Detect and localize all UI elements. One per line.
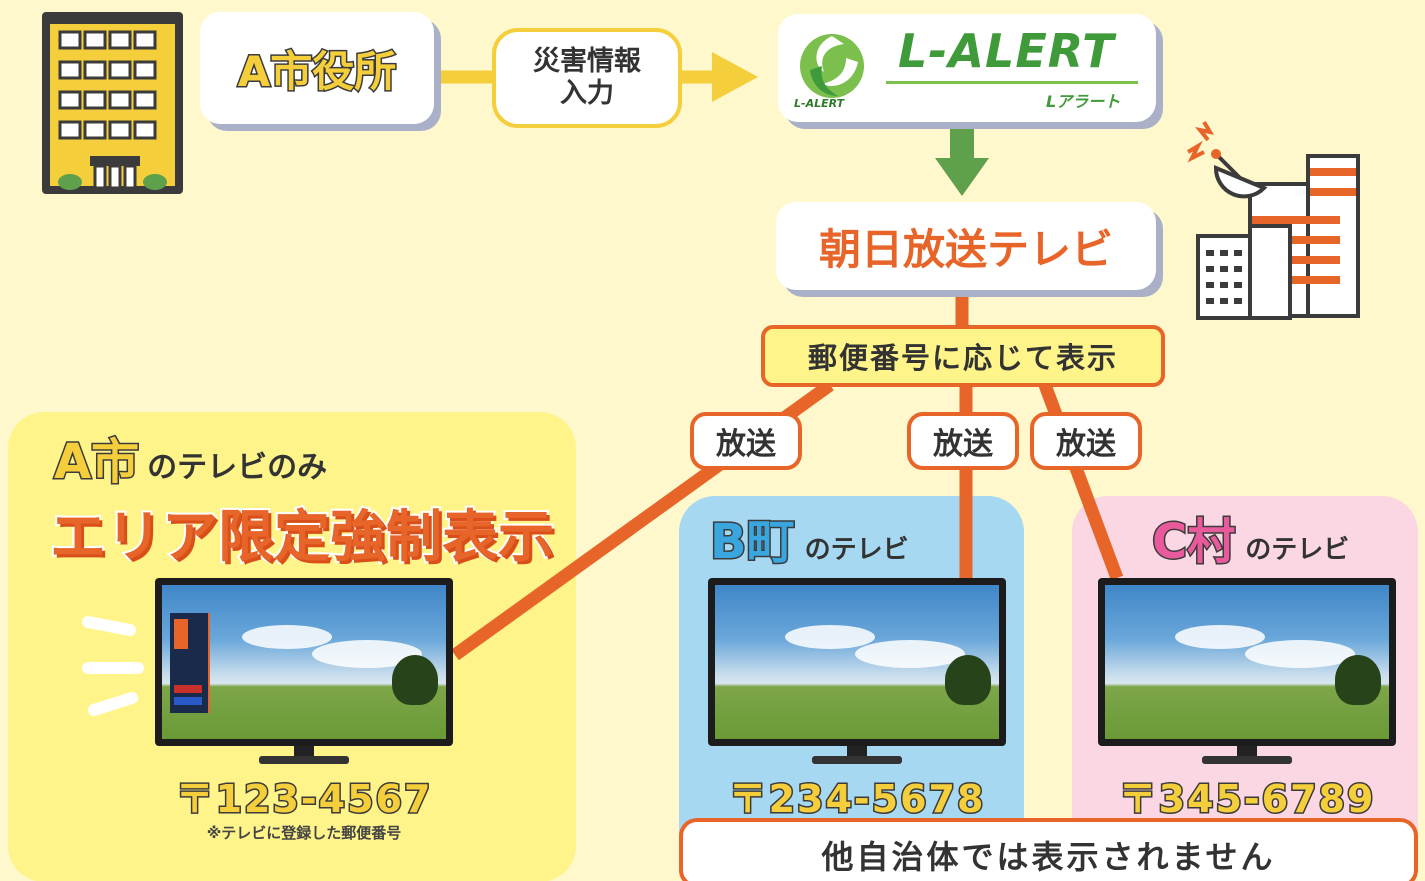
- broadcast-label: 放送: [933, 427, 993, 462]
- area-a-emphasis-text: エリア限定強制表示: [48, 503, 556, 572]
- broadcast-pill-a: 放送: [690, 412, 802, 470]
- lalert-divider: [886, 81, 1138, 84]
- disaster-info-input-pill: 災害情報 入力: [492, 28, 682, 128]
- area-b-subtitle: のテレビ: [804, 535, 909, 565]
- city-hall-card: A市役所: [200, 12, 434, 124]
- lalert-card: L-ALERT L-ALERT Lアラート: [778, 14, 1156, 122]
- attention-marks: [82, 616, 144, 716]
- area-a-title: A市 のテレビのみ: [52, 432, 328, 492]
- not-displayed-box: 他自治体では表示されません: [679, 818, 1418, 881]
- city-hall-icon: [40, 10, 185, 196]
- broadcaster-card: 朝日放送テレビ: [776, 202, 1156, 290]
- broadcast-station-icon: [1168, 116, 1373, 324]
- area-c-name: C村: [1150, 513, 1236, 572]
- city-hall-label: A市役所: [236, 45, 398, 97]
- television-icon: [1098, 578, 1396, 768]
- broadcast-pill-b: 放送: [907, 412, 1019, 470]
- postal-display-label: 郵便番号に応じて表示: [807, 341, 1118, 375]
- lalert-logo-text: L-ALERT: [898, 24, 1115, 78]
- not-displayed-label: 他自治体では表示されません: [821, 838, 1276, 876]
- postal-display-pill: 郵便番号に応じて表示: [761, 325, 1165, 387]
- lalert-badge-text: L-ALERT: [794, 97, 845, 110]
- area-c-postal-code: 〒345-6789: [1117, 776, 1376, 823]
- satellite-dish-icon: [1204, 128, 1284, 208]
- broadcaster-label: 朝日放送テレビ: [818, 224, 1113, 274]
- area-a-postal-code: 〒123-4567: [174, 776, 433, 823]
- broadcast-pill-c: 放送: [1030, 412, 1142, 470]
- television-icon: [708, 578, 1006, 768]
- area-b-postal-code: 〒234-5678: [727, 776, 986, 823]
- emergency-overlay: [170, 613, 210, 713]
- lalert-logo-icon: L-ALERT: [794, 26, 870, 110]
- lalert-logo-kana: Lアラート: [1046, 92, 1121, 111]
- area-a-postal-note: ※テレビに登録した郵便番号: [206, 824, 402, 842]
- area-a-name: A市: [52, 433, 140, 492]
- disaster-info-input-label: 災害情報 入力: [533, 45, 641, 109]
- area-c-subtitle: のテレビ: [1245, 535, 1350, 565]
- area-b-title: B町 のテレビ: [709, 508, 909, 572]
- television-icon: [155, 578, 453, 768]
- broadcast-label: 放送: [716, 427, 776, 462]
- area-c-title: C村 のテレビ: [1150, 508, 1350, 572]
- area-a-subtitle: のテレビのみ: [147, 450, 328, 485]
- area-b-name: B町: [709, 513, 797, 572]
- area-a-emphasis: エリア限定強制表示: [48, 492, 556, 573]
- broadcast-label: 放送: [1056, 427, 1116, 462]
